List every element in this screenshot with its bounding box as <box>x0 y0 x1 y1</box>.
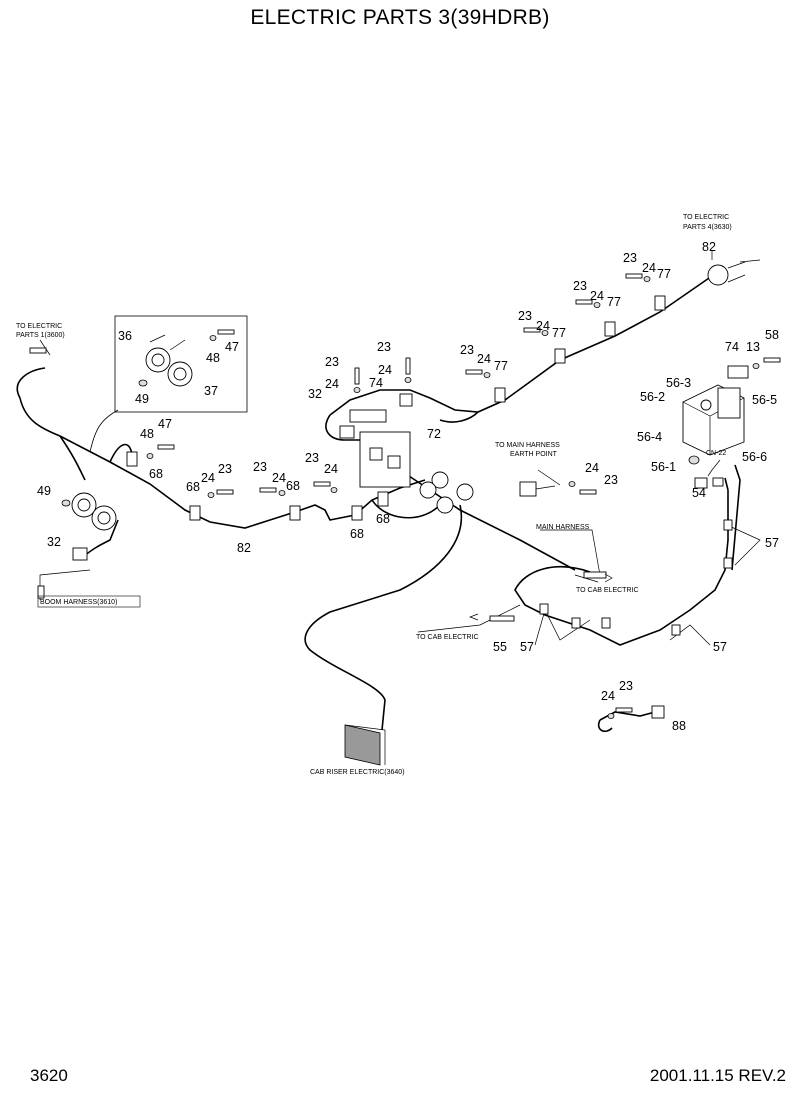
round-connectors <box>419 261 746 514</box>
part-label: 24 <box>378 363 392 377</box>
note-cn22: CN-22 <box>706 450 726 457</box>
part-label: 74 <box>725 340 739 354</box>
part-label: 24 <box>477 352 491 366</box>
part-label: 82 <box>237 541 251 555</box>
connector-blocks <box>72 409 411 561</box>
note-to-cab-electric-1: TO CAB ELECTRIC <box>576 587 639 594</box>
page-title: ELECTRIC PARTS 3(39HDRB) <box>250 6 550 29</box>
part-label: 77 <box>494 359 508 373</box>
part-label: 68 <box>376 512 390 526</box>
part-label: 24 <box>585 461 599 475</box>
part-label: 56-5 <box>752 393 777 407</box>
part-label: 23 <box>623 251 637 265</box>
part-label: 24 <box>325 377 339 391</box>
part-label: 68 <box>350 527 364 541</box>
part-label: 24 <box>601 689 615 703</box>
note-boom-harness: BOOM HARNESS(3610) <box>40 599 117 606</box>
part-label: 24 <box>272 471 286 485</box>
part-label: 32 <box>47 535 61 549</box>
part-label: 56-6 <box>742 450 767 464</box>
part-label: 47 <box>158 417 172 431</box>
note-to-electric-4-line2: PARTS 4(3630) <box>683 224 732 231</box>
note-to-main-harness-line2: EARTH POINT <box>510 451 558 458</box>
part-label: 56-4 <box>637 430 662 444</box>
part-label: 56-1 <box>651 460 676 474</box>
part-label: 56-2 <box>640 390 665 404</box>
revision-date: 2001.11.15 REV.2 <box>649 1066 786 1085</box>
part-label: 55 <box>493 640 507 654</box>
part-label: 47 <box>225 340 239 354</box>
horn-assembly <box>61 492 117 531</box>
part-label: 49 <box>37 484 51 498</box>
part-label: 23 <box>518 309 532 323</box>
part-label: 48 <box>140 427 154 441</box>
part-label: 23 <box>253 460 267 474</box>
cab-riser-plate <box>344 724 381 766</box>
part-label: 24 <box>590 289 604 303</box>
part-label: 68 <box>149 467 163 481</box>
part-label: 24 <box>324 462 338 476</box>
note-to-main-harness-line1: TO MAIN HARNESS <box>495 442 560 449</box>
part-label: 82 <box>702 240 716 254</box>
page-number: 3620 <box>30 1066 68 1085</box>
part-label: 68 <box>186 480 200 494</box>
horn-inset <box>89 315 248 453</box>
part-label: 77 <box>607 295 621 309</box>
part-label: 58 <box>765 328 779 342</box>
part-label: 68 <box>286 479 300 493</box>
bolts-and-washers <box>146 273 781 719</box>
part-label: 24 <box>642 261 656 275</box>
note-cab-riser: CAB RISER ELECTRIC(3640) <box>310 769 405 776</box>
part-label: 23 <box>325 355 339 369</box>
part-label: 48 <box>206 351 220 365</box>
cable-88 <box>651 705 665 719</box>
part-label: 23 <box>460 343 474 357</box>
leader-lines <box>39 250 761 765</box>
part-label: 32 <box>308 387 322 401</box>
part-label: 23 <box>604 473 618 487</box>
part-label: 49 <box>135 392 149 406</box>
part-label: 23 <box>573 279 587 293</box>
note-to-electric-1-line2: PARTS 1(3600) <box>16 332 65 339</box>
note-to-electric-4-line1: TO ELECTRIC <box>683 214 729 221</box>
part-label: 36 <box>118 329 132 343</box>
note-to-electric-1-line1: TO ELECTRIC <box>16 323 62 330</box>
part-label: 13 <box>746 340 760 354</box>
part-label: 23 <box>619 679 633 693</box>
part-label: 77 <box>657 267 671 281</box>
part-label: 72 <box>427 427 441 441</box>
part-label: 57 <box>765 536 779 550</box>
part-label: 57 <box>520 640 534 654</box>
note-to-cab-electric-2: TO CAB ELECTRIC <box>416 634 479 641</box>
part-label: 57 <box>713 640 727 654</box>
part-label: 23 <box>377 340 391 354</box>
part-label: 74 <box>369 376 383 390</box>
part-label: 37 <box>204 384 218 398</box>
wire-clamps <box>126 295 733 636</box>
part-label: 77 <box>552 326 566 340</box>
earth-point-connector <box>519 481 556 497</box>
part-label: 23 <box>218 462 232 476</box>
part-label: 23 <box>305 451 319 465</box>
note-main-harness: MAIN HARNESS <box>536 524 590 531</box>
harness-end-plugs <box>29 347 613 622</box>
part-label: 54 <box>692 486 706 500</box>
part-label: 88 <box>672 719 686 733</box>
part-label: 24 <box>536 319 550 333</box>
part-label: 24 <box>201 471 215 485</box>
buzzer-assembly <box>682 365 749 489</box>
part-label: 56-3 <box>666 376 691 390</box>
part-labels: 82 23 24 77 23 24 77 23 24 77 23 24 77 3… <box>37 240 779 733</box>
boom-harness-box <box>37 595 141 608</box>
